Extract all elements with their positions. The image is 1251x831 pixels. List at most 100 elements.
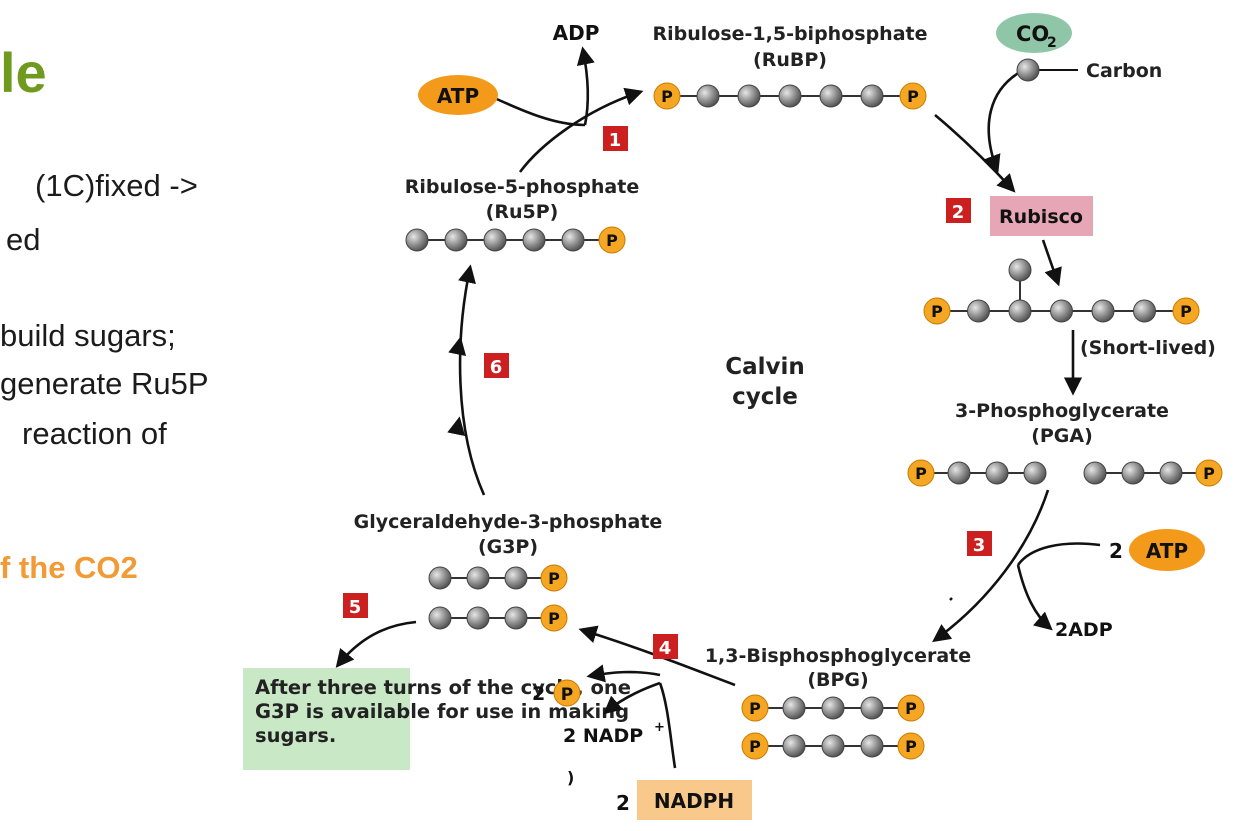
- carbon-atom: [1121, 461, 1145, 485]
- ru5p-abbrev: (Ru5P): [486, 201, 559, 223]
- note-line-3: sugars.: [255, 724, 337, 747]
- nadph-label: NADPH: [654, 789, 734, 813]
- body-line-5: reaction of: [22, 416, 167, 451]
- center-label-line-1: Calvin: [725, 354, 805, 380]
- arrow-atp-in: [489, 94, 586, 127]
- pi-symbol: P: [561, 685, 573, 705]
- pga-chain-right: P: [1083, 459, 1223, 487]
- atp-top-label: ATP: [437, 84, 479, 108]
- carbon-atom: [967, 299, 990, 323]
- carbon-atom: [860, 84, 884, 108]
- phosphate: [741, 732, 769, 760]
- body-line-1: (1C)fixed ->: [35, 168, 198, 203]
- arrow-pga-to-bpg: [932, 489, 1050, 643]
- phosphate: [897, 732, 925, 760]
- pi-count: 2: [532, 683, 545, 705]
- carbon-atom: [1016, 58, 1040, 82]
- center-label-line-2: cycle: [732, 384, 798, 410]
- carbon-label: Carbon: [1086, 60, 1162, 82]
- g3p-chain-2: P: [428, 604, 568, 632]
- carbon-atom: [696, 84, 720, 108]
- carbon-atom: [504, 606, 528, 630]
- phosphate-label: P: [548, 609, 560, 628]
- carbon-atom: [860, 696, 884, 720]
- arrow-nadph-in: [658, 682, 677, 769]
- carbon-atom: [444, 228, 468, 252]
- arrow-nadp-out: [603, 681, 661, 715]
- co2-subscript: 2: [1047, 35, 1057, 51]
- carbon-atom: [1083, 461, 1107, 485]
- phosphate: [1172, 297, 1200, 325]
- phosphate-label: P: [905, 699, 917, 718]
- phosphate-label: P: [1180, 302, 1192, 321]
- carbon-atom: [1008, 258, 1032, 282]
- carbon-atom: [466, 606, 490, 630]
- intermediate-note: (Short-lived): [1080, 337, 1216, 359]
- arrow-adp-right-out: [1016, 564, 1053, 631]
- co2-input: CO 2 Carbon: [996, 13, 1162, 82]
- phosphate: [899, 82, 927, 110]
- phosphate: [923, 297, 951, 325]
- nadph-count: 2: [616, 791, 630, 815]
- center-label: Calvin cycle: [725, 354, 805, 410]
- phosphate: [540, 564, 568, 592]
- carbon-atom: [522, 228, 546, 252]
- pga-abbrev: (PGA): [1031, 425, 1093, 447]
- carbon-atom: [782, 696, 806, 720]
- adp-right-label: 2ADP: [1055, 619, 1113, 641]
- phosphate-label: P: [1203, 464, 1215, 483]
- phosphate-label: P: [907, 87, 919, 106]
- co2-bubble: [996, 13, 1072, 53]
- carbon-atom: [561, 228, 585, 252]
- adp-top-label: ADP: [553, 21, 600, 45]
- carbon-atom: [466, 566, 490, 590]
- atp-right-label: ATP: [1146, 539, 1188, 563]
- atp-right-bubble: [1129, 529, 1205, 571]
- carbon-atom: [1008, 299, 1032, 323]
- highlight-line: f the CO2: [0, 550, 138, 585]
- step-markers: 1 2 3 4 5 6: [343, 126, 992, 659]
- phosphate: [1195, 459, 1223, 487]
- molecule-labels: Ribulose-1,5-biphosphate (RuBP) Ribulose…: [354, 23, 1216, 691]
- phosphate: [741, 694, 769, 722]
- carbon-atom: [821, 734, 845, 758]
- carbon-atom: [1133, 299, 1156, 323]
- carbon-atom: [778, 84, 802, 108]
- carbon-atom: [819, 84, 843, 108]
- pga-name: 3-Phosphoglycerate: [955, 400, 1169, 422]
- step-2-label: 2: [952, 202, 965, 223]
- carbon-atom: [405, 228, 429, 252]
- carbon-atom: [860, 734, 884, 758]
- carbon-atom: [1023, 461, 1047, 485]
- phosphate-label: P: [548, 569, 560, 588]
- carbon-atom: [504, 566, 528, 590]
- rubisco: Rubisco: [990, 196, 1093, 236]
- phosphate: [598, 226, 626, 254]
- atp-right: 2 ATP 2ADP: [1055, 529, 1205, 641]
- atp-right-count: 2: [1109, 539, 1123, 563]
- phosphate: [897, 694, 925, 722]
- step-1-marker: 1: [603, 126, 628, 151]
- arrow-rubp-to-rubisco: [934, 114, 1016, 193]
- pi-phosphate: [553, 679, 581, 707]
- body-line-3: build sugars;: [0, 318, 176, 353]
- rubp-name: Ribulose-1,5-biphosphate: [653, 23, 928, 45]
- rubp-abbrev: (RuBP): [753, 49, 827, 71]
- carbon-atom: [1050, 299, 1073, 323]
- phosphate: [653, 82, 681, 110]
- pga-chain-left: P: [907, 459, 1047, 487]
- carbon-atom: [737, 84, 761, 108]
- phosphate-label: P: [915, 464, 927, 483]
- g3p-abbrev: (G3P): [478, 536, 538, 558]
- arrow-atp-right-in: [1016, 542, 1101, 566]
- carbon-atom: [483, 228, 507, 252]
- nadp-label: 2 NADP: [563, 725, 643, 747]
- carbon-atom: [985, 461, 1009, 485]
- carbon-atom: [428, 566, 452, 590]
- body-line-2: ed: [6, 222, 41, 257]
- step-4-marker: 4: [653, 634, 678, 659]
- phosphate-label: P: [606, 231, 618, 250]
